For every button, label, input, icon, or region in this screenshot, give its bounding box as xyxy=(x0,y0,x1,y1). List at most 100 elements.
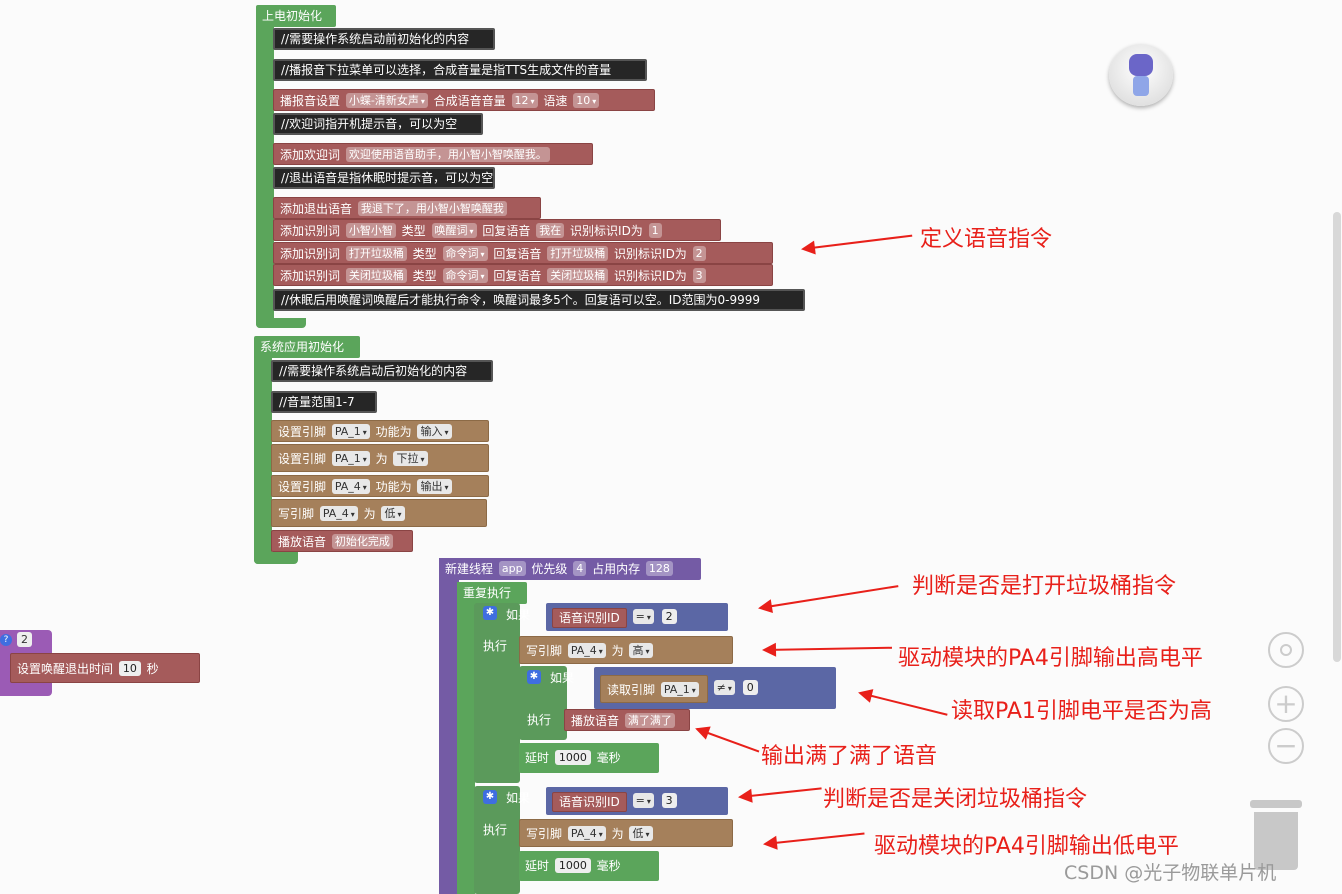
block-label: 播放语音 xyxy=(278,535,327,549)
block-label: 延时 xyxy=(525,859,550,873)
function-dropdown[interactable]: 输出▾ xyxy=(417,479,452,494)
pin-dropdown[interactable]: PA_1▾ xyxy=(331,424,370,439)
comment-block[interactable]: //休眠后用唤醒词唤醒后才能执行命令，唤醒词最多5个。回复语可以空。ID范围为0… xyxy=(273,289,805,311)
compare-block[interactable]: 语音识别ID =▾ 2 xyxy=(546,603,728,631)
voice-text-field[interactable]: 初始化完成 xyxy=(331,534,393,549)
compare-block[interactable]: 语音识别ID =▾ 3 xyxy=(546,787,728,815)
zoom-in-button[interactable]: + xyxy=(1268,686,1304,722)
pin-dropdown[interactable]: PA_4▾ xyxy=(567,826,606,841)
pin-dropdown[interactable]: PA_4▾ xyxy=(331,479,370,494)
id-field[interactable]: 3 xyxy=(692,268,706,283)
type-dropdown[interactable]: 唤醒词▾ xyxy=(431,223,477,238)
repeat-block[interactable]: 重复执行 xyxy=(457,582,527,604)
recenter-button[interactable] xyxy=(1268,632,1304,668)
set-pin-pull-block[interactable]: 设置引脚 PA_1▾ 为 下拉▾ xyxy=(271,444,489,472)
delay-value-field[interactable]: 1000 xyxy=(554,750,591,765)
vertical-scrollbar[interactable] xyxy=(1333,212,1341,662)
word-field[interactable]: 关闭垃圾桶 xyxy=(345,268,407,283)
help-icon[interactable]: ? xyxy=(0,634,12,646)
level-dropdown[interactable]: 低▾ xyxy=(381,506,405,521)
recognize-id-block[interactable]: 语音识别ID xyxy=(552,607,627,628)
exit-voice-block[interactable]: 添加退出语音 我退下了，用小智小智唤醒我 xyxy=(273,197,541,219)
level-dropdown[interactable]: 低▾ xyxy=(629,826,653,841)
pin-dropdown[interactable]: PA_4▾ xyxy=(319,506,358,521)
trash-icon[interactable] xyxy=(1250,800,1302,870)
memory-field[interactable]: 128 xyxy=(645,561,673,576)
reply-field[interactable]: 打开垃圾桶 xyxy=(547,246,609,261)
operator-dropdown[interactable]: ≠▾ xyxy=(713,680,735,695)
new-thread-block[interactable]: 新建线程 app 优先级 4 占用内存 128 xyxy=(439,558,701,580)
voice-text-field[interactable]: 满了满了 xyxy=(624,713,675,728)
time-value-field[interactable]: 10 xyxy=(118,661,141,676)
wake-exit-time-block[interactable]: 设置唤醒退出时间 10 秒 xyxy=(10,653,200,683)
write-pin-block[interactable]: 写引脚 PA_4▾ 为 低▾ xyxy=(519,819,733,847)
boot-hat-block[interactable]: 上电初始化 xyxy=(256,5,336,27)
welcome-text-field[interactable]: 欢迎使用语音助手，用小智小智唤醒我。 xyxy=(345,147,550,162)
procedure-badge: 2 xyxy=(17,632,32,647)
gear-icon[interactable]: ✱ xyxy=(483,606,497,620)
play-voice-block[interactable]: 播放语音 满了满了 xyxy=(564,709,690,731)
gear-icon[interactable]: ✱ xyxy=(483,790,497,804)
level-dropdown[interactable]: 高▾ xyxy=(629,643,653,658)
word-field[interactable]: 打开垃圾桶 xyxy=(345,246,407,261)
zoom-out-button[interactable]: − xyxy=(1268,728,1304,764)
word-field[interactable]: 小智小智 xyxy=(345,223,396,238)
set-pin-function-block[interactable]: 设置引脚 PA_1▾ 功能为 输入▾ xyxy=(271,420,489,442)
reply-field[interactable]: 我在 xyxy=(536,223,565,238)
priority-field[interactable]: 4 xyxy=(573,561,587,576)
add-command-block[interactable]: 添加识别词 打开垃圾桶 类型 命令词▾ 回复语音 打开垃圾桶 识别标识ID为 2 xyxy=(273,242,773,264)
id-field[interactable]: 2 xyxy=(692,246,706,261)
gear-icon[interactable]: ✱ xyxy=(527,670,541,684)
chevron-down-icon: ▾ xyxy=(444,428,449,437)
pull-dropdown[interactable]: 下拉▾ xyxy=(393,451,428,466)
operator-dropdown[interactable]: =▾ xyxy=(632,793,654,808)
delay-block[interactable]: 延时 1000 毫秒 xyxy=(519,743,659,773)
voice-dropdown[interactable]: 小蝶-清新女声▾ xyxy=(345,93,428,108)
block-label: 毫秒 xyxy=(596,751,621,765)
function-dropdown[interactable]: 输入▾ xyxy=(417,424,452,439)
id-field[interactable]: 1 xyxy=(648,223,662,238)
add-command-block[interactable]: 添加识别词 关闭垃圾桶 类型 命令词▾ 回复语音 关闭垃圾桶 识别标识ID为 3 xyxy=(273,264,773,286)
target-icon xyxy=(1280,644,1292,656)
comment-block[interactable]: //音量范围1-7 xyxy=(271,391,377,413)
pin-dropdown[interactable]: PA_4▾ xyxy=(567,643,606,658)
add-command-block[interactable]: 添加识别词 小智小智 类型 唤醒词▾ 回复语音 我在 识别标识ID为 1 xyxy=(273,219,721,241)
pin-dropdown[interactable]: PA_1▾ xyxy=(331,451,370,466)
delay-block[interactable]: 延时 1000 毫秒 xyxy=(519,851,659,881)
robot-avatar[interactable] xyxy=(1109,44,1173,106)
speed-dropdown[interactable]: 10▾ xyxy=(573,93,600,108)
pin-dropdown[interactable]: PA_1▾ xyxy=(660,681,699,697)
type-dropdown[interactable]: 命令词▾ xyxy=(442,268,488,283)
exit-text-field[interactable]: 我退下了，用小智小智唤醒我 xyxy=(357,201,507,216)
app-hat-block[interactable]: 系统应用初始化 xyxy=(254,336,360,358)
delay-value-field[interactable]: 1000 xyxy=(554,858,591,873)
compare-block[interactable]: 读取引脚 PA_1▾ ≠▾ 0 xyxy=(594,667,836,709)
thread-name-field[interactable]: app xyxy=(498,561,526,576)
voice-setting-block[interactable]: 播报音设置 小蝶-清新女声▾ 合成语音音量 12▾ 语速 10▾ xyxy=(273,89,655,111)
write-pin-block[interactable]: 写引脚 PA_4▾ 为 高▾ xyxy=(519,636,733,664)
recognize-id-block[interactable]: 语音识别ID xyxy=(552,791,627,812)
set-pin-function-block[interactable]: 设置引脚 PA_4▾ 功能为 输出▾ xyxy=(271,475,489,497)
welcome-block[interactable]: 添加欢迎词 欢迎使用语音助手，用小智小智唤醒我。 xyxy=(273,143,593,165)
value-field[interactable]: 0 xyxy=(742,680,758,695)
chevron-down-icon: ▾ xyxy=(592,97,597,106)
comment-block[interactable]: //退出语音是指休眠时提示音，可以为空 xyxy=(273,167,495,189)
type-dropdown[interactable]: 命令词▾ xyxy=(442,246,488,261)
write-pin-block[interactable]: 写引脚 PA_4▾ 为 低▾ xyxy=(271,499,487,527)
id-number-field[interactable]: 2 xyxy=(661,609,677,624)
boot-group-bottom xyxy=(256,318,306,328)
volume-dropdown[interactable]: 12▾ xyxy=(511,93,538,108)
comment-block[interactable]: //需要操作系统启动前初始化的内容 xyxy=(273,28,495,50)
comment-block[interactable]: //播报音下拉菜单可以选择，合成音量是指TTS生成文件的音量 xyxy=(273,59,647,81)
block-label: 为 xyxy=(375,452,388,466)
comment-block[interactable]: //欢迎词指开机提示音，可以为空 xyxy=(273,113,483,135)
annotation-text: 驱动模块的PA4引脚输出高电平 xyxy=(898,646,1203,671)
comment-block[interactable]: //需要操作系统启动后初始化的内容 xyxy=(271,360,493,382)
operator-dropdown[interactable]: =▾ xyxy=(632,609,654,624)
block-label: 延时 xyxy=(525,751,550,765)
play-voice-block[interactable]: 播放语音 初始化完成 xyxy=(271,530,413,552)
read-pin-block[interactable]: 读取引脚 PA_1▾ xyxy=(600,674,708,703)
id-number-field[interactable]: 3 xyxy=(661,793,677,808)
chevron-down-icon: ▾ xyxy=(530,97,535,106)
reply-field[interactable]: 关闭垃圾桶 xyxy=(547,268,609,283)
